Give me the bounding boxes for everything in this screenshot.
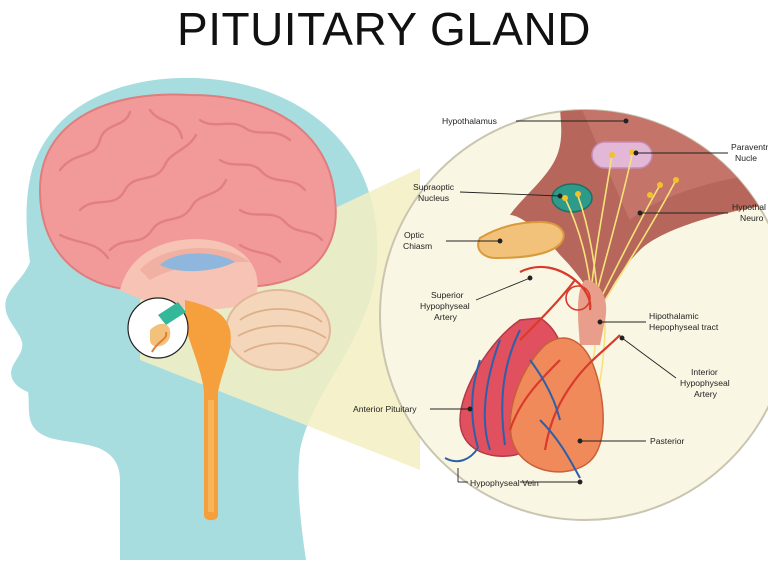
label-optic-1: Optic [404,230,425,240]
label-supraoptic-1: Supraoptic [413,182,455,192]
label-interior-2: Hypophyseal [680,378,730,388]
label-hypothalamic-neuro-1: Hypothal [732,202,766,212]
label-hypothalamic-neuro-2: Neuro [740,213,764,223]
label-interior-3: Artery [694,389,718,399]
posterior-pituitary [509,337,604,473]
leader-lines [430,118,728,485]
label-anterior: Anterior Pituitary [353,404,417,414]
label-supraoptic-2: Nucleus [418,193,449,203]
label-hypothalamus: Hypothalamus [442,116,497,126]
label-superior-3: Artery [434,312,458,322]
label-optic-2: Chiasm [403,241,432,251]
paraventricular-nucleus [591,141,653,169]
ventricle [160,253,235,272]
label-tract-1: Hipothalamic [649,311,699,321]
label-superior-2: Hypophyseal [420,301,470,311]
pituitary-stalk [577,280,607,345]
label-interior-1: Interior [691,367,718,377]
brain-stem [185,300,231,521]
label-paraventricular-2: Nucle [735,153,757,163]
brain-gyri [58,108,324,264]
supraoptic-nucleus [551,183,593,213]
label-tract-2: Hepophyseal tract [649,322,719,332]
page-title: PITUITARY GLAND [177,3,591,55]
label-vein: Hypophyseal Vein [470,478,539,488]
veins [444,329,581,479]
label-superior-1: Superior [431,290,464,300]
cerebellum [225,289,331,371]
label-posterior: Pasterior [650,436,685,446]
optic-chiasm [477,220,565,260]
neuron-stars [562,149,679,201]
label-paraventricular-1: Paraventri [731,142,768,152]
